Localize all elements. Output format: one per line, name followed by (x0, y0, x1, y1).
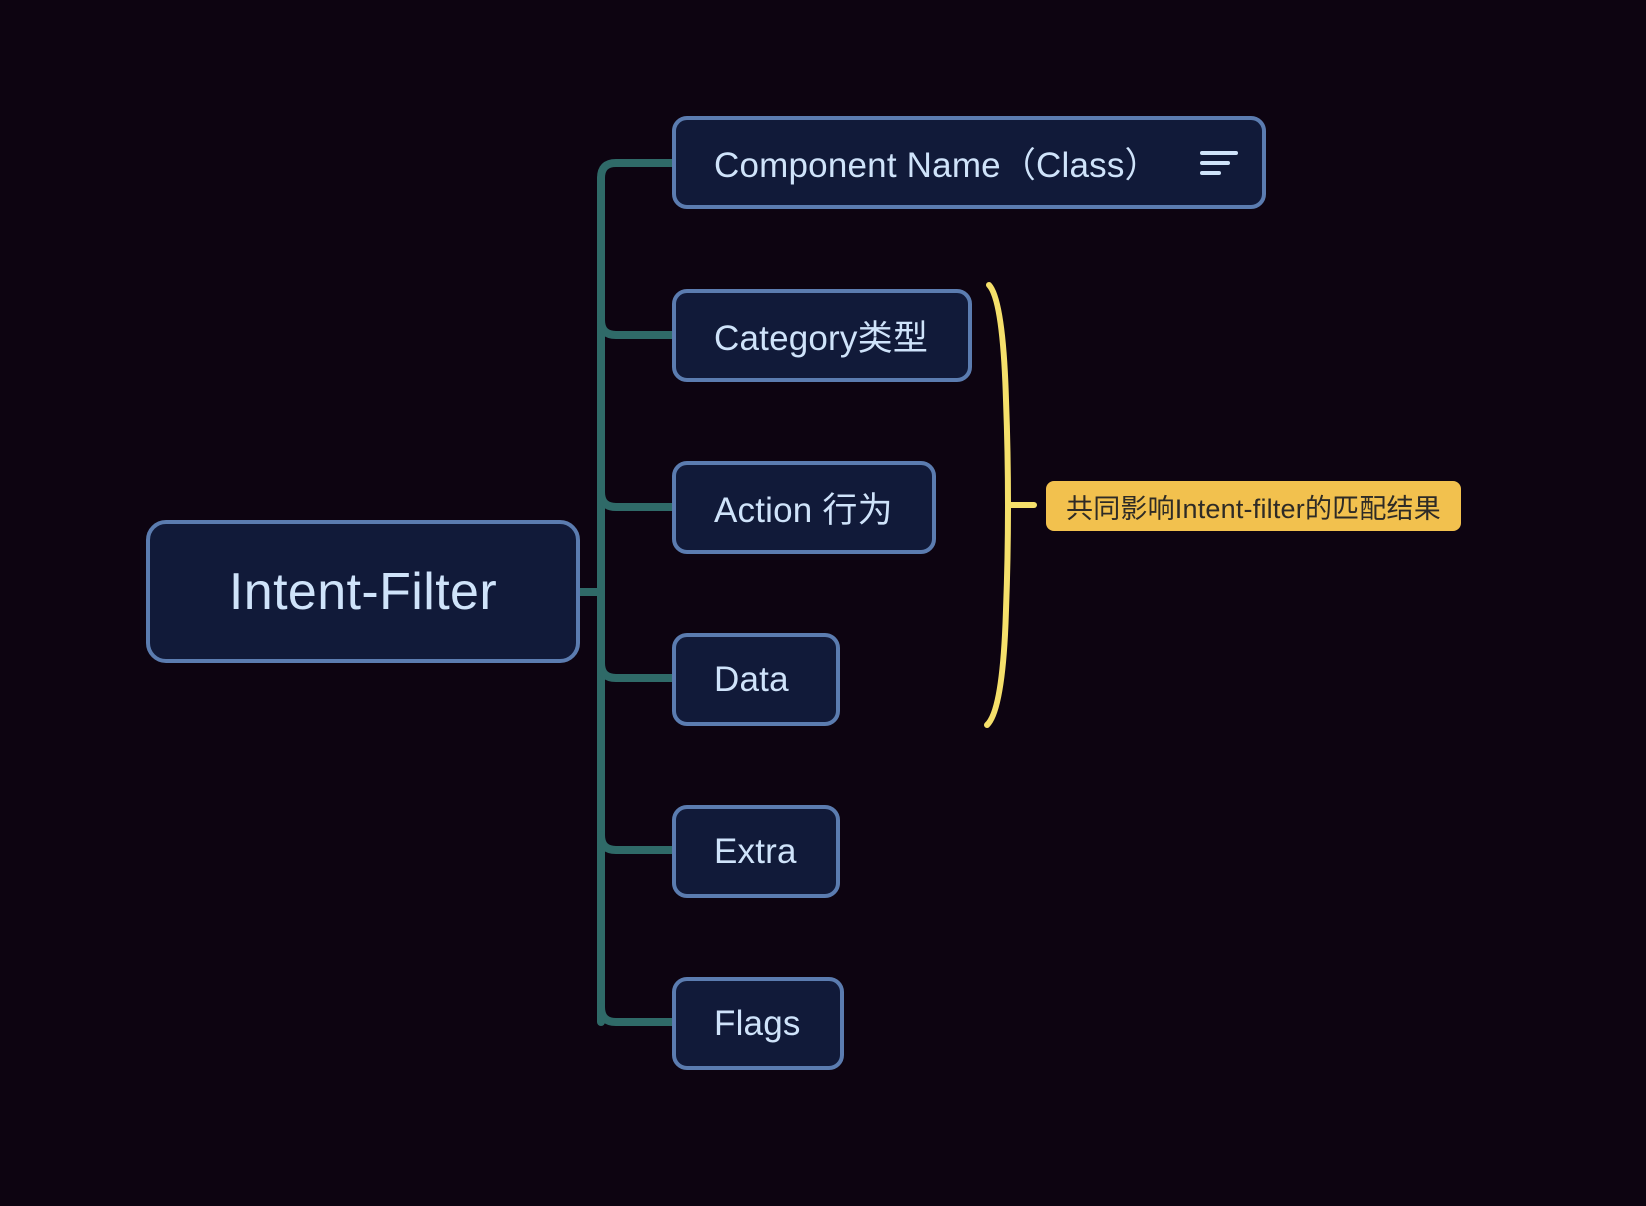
node-action-label: Action 行为 (714, 491, 893, 530)
node-action[interactable]: Action 行为 (672, 461, 936, 554)
annotation-callout-label: 共同影响Intent-filter的匹配结果 (1066, 493, 1441, 524)
edge-to-component (597, 159, 676, 196)
node-component-name-label: Component Name（Class） (714, 146, 1160, 185)
edge-to-action (597, 488, 676, 511)
edge-to-flags (597, 1003, 676, 1026)
node-flags[interactable]: Flags (672, 977, 844, 1070)
edge-to-data (597, 659, 676, 682)
node-flags-label: Flags (714, 1003, 801, 1043)
node-extra-label: Extra (714, 831, 797, 871)
annotation-callout[interactable]: 共同影响Intent-filter的匹配结果 (1046, 481, 1461, 531)
node-data[interactable]: Data (672, 633, 840, 726)
edge-to-category (597, 316, 676, 339)
node-extra[interactable]: Extra (672, 805, 840, 898)
node-data-label: Data (714, 659, 789, 699)
node-category-label: Category类型 (714, 319, 929, 358)
root-node-label: Intent-Filter (228, 562, 498, 621)
root-node-intent-filter[interactable]: Intent-Filter (146, 520, 580, 663)
node-component-name[interactable]: Component Name（Class） (672, 116, 1266, 209)
group-brace (984, 282, 1011, 728)
edge-to-extra (597, 831, 676, 854)
notes-icon (1200, 150, 1238, 176)
node-category[interactable]: Category类型 (672, 289, 972, 382)
